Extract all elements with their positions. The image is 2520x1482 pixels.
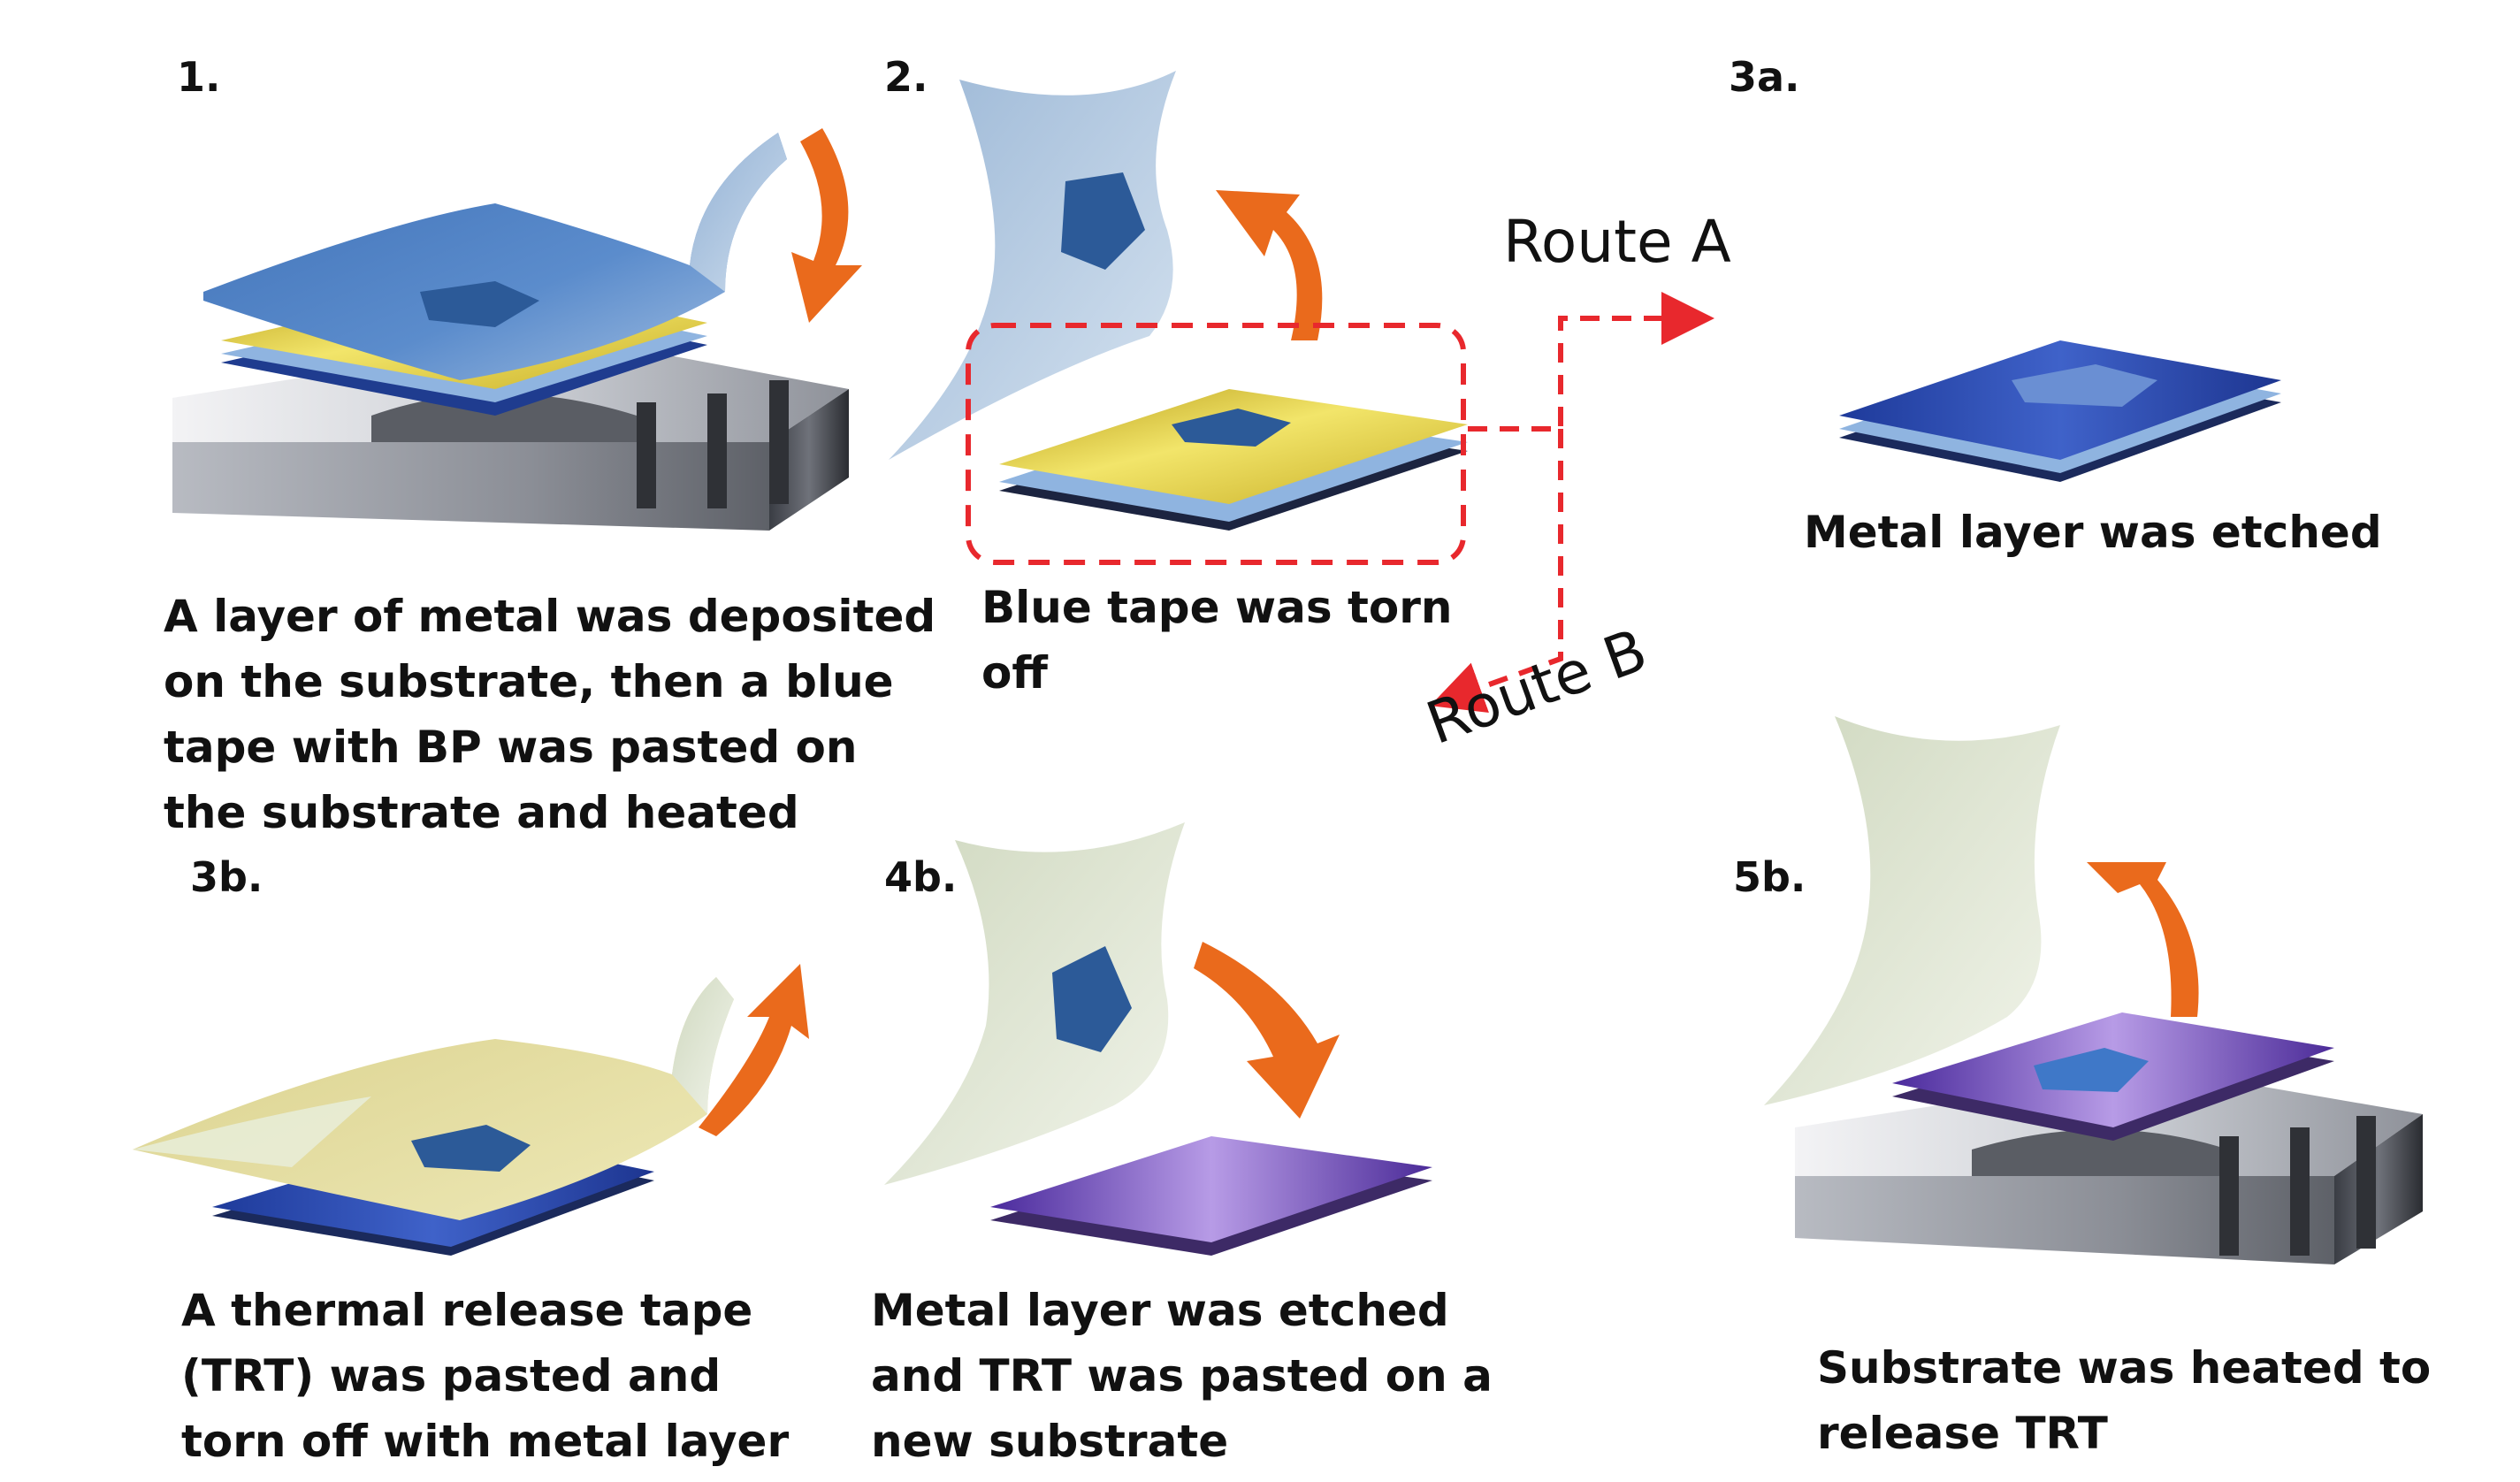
panel-1-illustration bbox=[172, 128, 862, 531]
bp-flake bbox=[1172, 409, 1291, 447]
route-a-label: Route A bbox=[1503, 208, 1731, 276]
heater-block bbox=[172, 336, 849, 531]
bp-flake bbox=[420, 281, 539, 327]
route-selection-box bbox=[966, 323, 1466, 565]
bp-flake bbox=[2012, 364, 2157, 407]
bp-flake bbox=[2034, 1048, 2149, 1092]
peel-arrow-icon bbox=[699, 964, 809, 1136]
bp-flake bbox=[1061, 172, 1145, 270]
caption-step-2: Blue tape was torn off bbox=[981, 582, 1453, 699]
peel-arrow-icon bbox=[1216, 190, 1323, 340]
panel-2-illustration bbox=[889, 71, 1468, 565]
caption-step-4b: Metal layer was etched and TRT was paste… bbox=[871, 1285, 1493, 1467]
panel-3b-illustration bbox=[133, 964, 809, 1256]
step-label-5b: 5b. bbox=[1733, 853, 1806, 901]
step-label-3a: 3a. bbox=[1729, 53, 1800, 101]
step-label-1: 1. bbox=[177, 53, 221, 101]
caption-step-5b: Substrate was heated to release TRT bbox=[1817, 1342, 2432, 1459]
paste-arrow-icon bbox=[1194, 942, 1340, 1119]
step-label-4b: 4b. bbox=[884, 853, 958, 901]
caption-step-3a: Metal layer was etched bbox=[1804, 507, 2382, 558]
bp-flake bbox=[411, 1125, 531, 1172]
panel-4b-illustration bbox=[884, 822, 1432, 1256]
step-label-2: 2. bbox=[884, 53, 928, 101]
panel-3a-illustration bbox=[1839, 340, 2281, 482]
heater-block bbox=[1795, 1070, 2423, 1264]
panel-5b-illustration bbox=[1764, 716, 2423, 1264]
step-label-3b: 3b. bbox=[190, 853, 263, 901]
bp-flake bbox=[1052, 946, 1132, 1052]
route-connectors bbox=[1430, 292, 1714, 714]
caption-step-1: A layer of metal was deposited on the su… bbox=[164, 591, 936, 838]
peel-arrow-icon bbox=[2087, 862, 2199, 1017]
caption-step-3b: A thermal release tape (TRT) was pasted … bbox=[181, 1285, 790, 1467]
curl-arrow-icon bbox=[791, 128, 862, 323]
